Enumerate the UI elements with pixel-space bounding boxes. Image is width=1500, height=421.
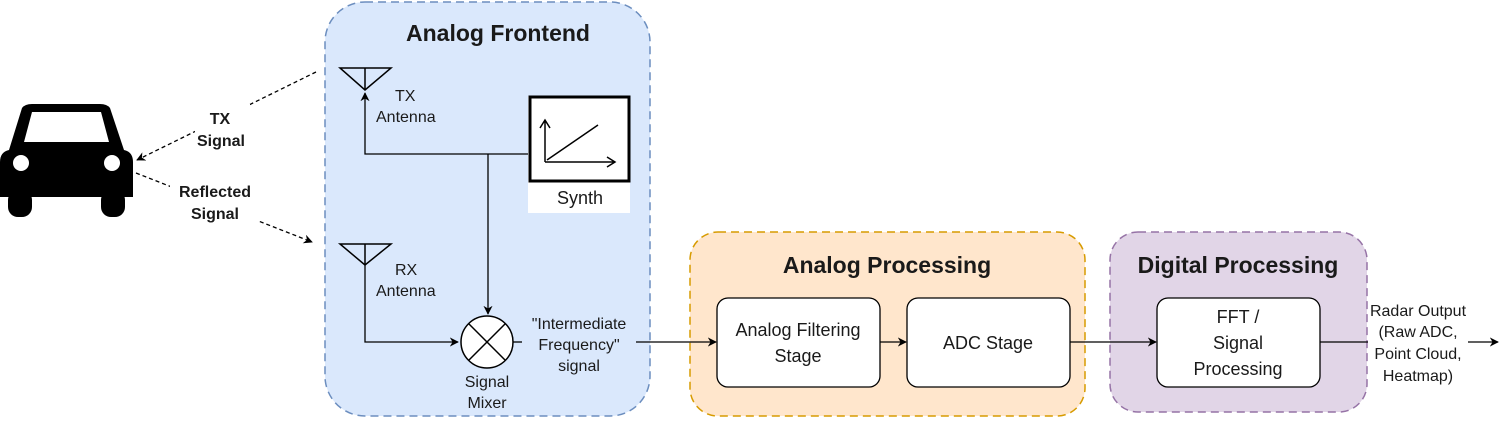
radar-output-label: Radar Output(Raw ADC,Point Cloud,Heatmap… [1370,303,1467,385]
adc-stage-label: ADC Stage [943,333,1033,353]
analog-frontend-title: Analog Frontend [406,20,590,46]
digital-processing-title: Digital Processing [1138,252,1339,278]
car-icon [0,104,133,217]
chirp-ramp-icon [539,118,617,168]
rx-antenna-icon [337,243,394,266]
analog-processing-title: Analog Processing [783,252,991,278]
synth-label: Synth [557,188,603,208]
tx-antenna-icon [338,67,394,91]
analog-filtering-block [716,297,881,388]
signal-mixer-icon [460,315,514,369]
